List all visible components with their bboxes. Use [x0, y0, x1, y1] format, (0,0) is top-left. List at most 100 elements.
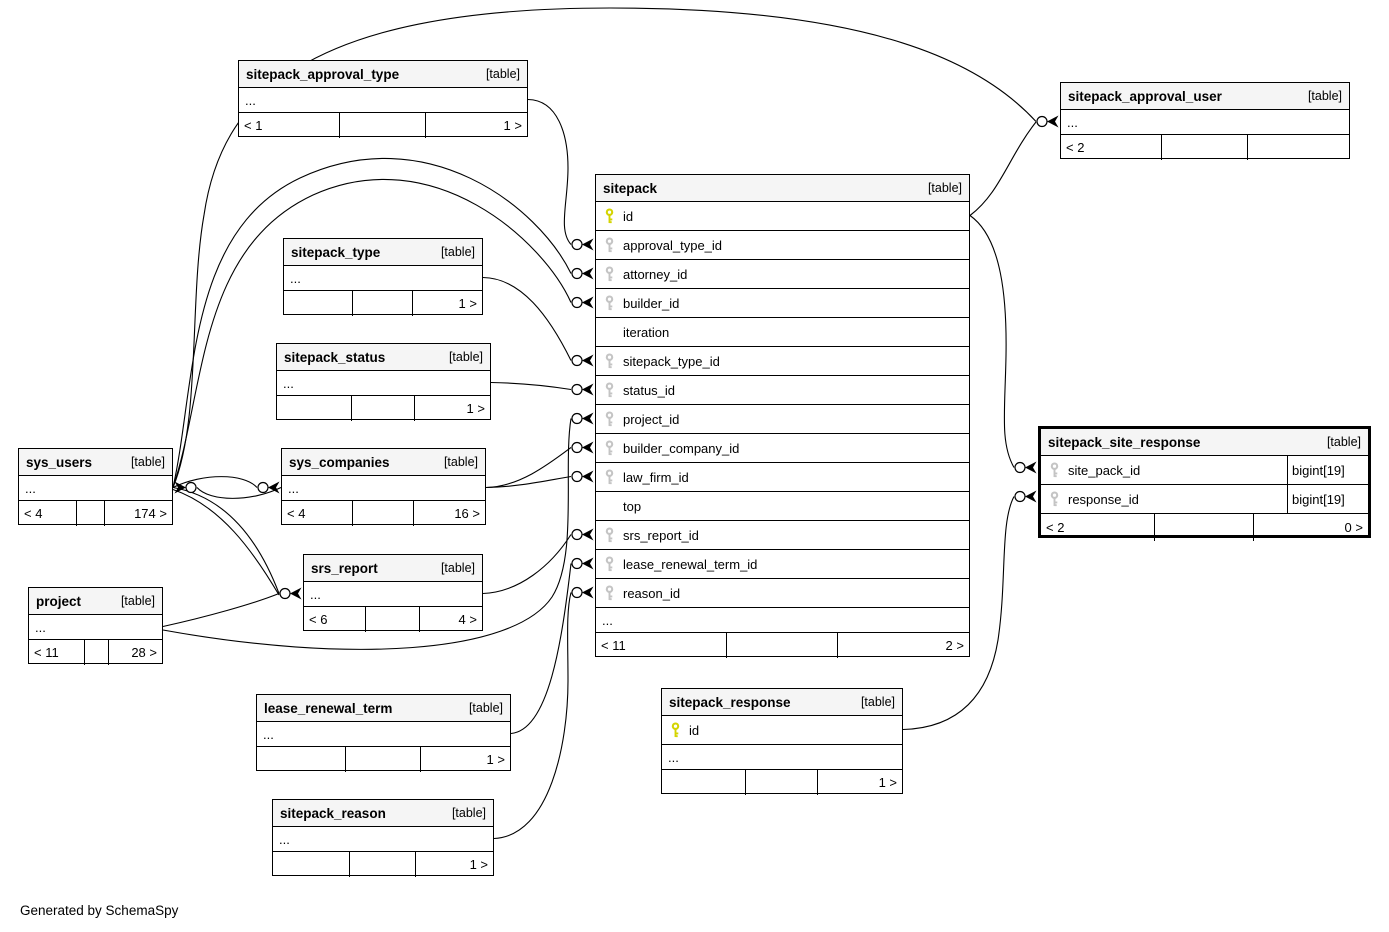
hidden-columns-row[interactable]: ...	[1061, 110, 1349, 135]
column-id[interactable]: id	[596, 202, 969, 231]
crowfoot-connector-icon	[571, 354, 594, 367]
table-header-project[interactable]: project[table]	[29, 588, 162, 615]
column-type: bigint[19]	[1287, 485, 1368, 513]
column-name: iteration	[623, 324, 670, 340]
table-header-sys_users[interactable]: sys_users[table]	[19, 449, 172, 476]
hidden-columns-row[interactable]: ...	[304, 582, 482, 607]
key-icon-slot	[596, 555, 623, 573]
column-builder_id[interactable]: builder_id	[596, 289, 969, 318]
column-name: srs_report_id	[623, 527, 699, 543]
hidden-columns-row[interactable]: ...	[282, 476, 485, 501]
hidden-columns-row[interactable]: ...	[284, 266, 482, 291]
key-icon-slot	[596, 265, 623, 283]
crowfoot-connector-icon	[1014, 461, 1037, 474]
hidden-columns-row[interactable]: ...	[19, 476, 172, 501]
table-tag: [table]	[860, 695, 895, 709]
crowfoot-connector-icon	[571, 470, 594, 483]
relationship-edge-sitepack_response.id-to-sitepack_site_response.response_id	[902, 496, 1015, 731]
footer-prev-count: < 6	[304, 607, 367, 632]
column-id[interactable]: id	[662, 716, 902, 745]
column-approval_type_id[interactable]: approval_type_id	[596, 231, 969, 260]
table-header-lease_renewal_term[interactable]: lease_renewal_term[table]	[257, 695, 510, 722]
relationship-edge-sys_companies-to-sys_users	[196, 487, 282, 499]
column-srs_report_id[interactable]: srs_report_id	[596, 521, 969, 550]
column-law_firm_id[interactable]: law_firm_id	[596, 463, 969, 492]
key-icon-slot	[1041, 490, 1068, 508]
column-name: sitepack_type_id	[623, 353, 720, 369]
footer-next-count: 16 >	[454, 506, 480, 521]
footer-next-count: 1 >	[503, 118, 522, 133]
table-tag: [table]	[485, 67, 520, 81]
key-icon-slot	[596, 439, 623, 457]
column-builder_company_id[interactable]: builder_company_id	[596, 434, 969, 463]
crowfoot-connector-icon	[571, 238, 594, 251]
hidden-columns-row[interactable]: ...	[662, 745, 902, 770]
column-top[interactable]: top	[596, 492, 969, 521]
crowfoot-connector-icon	[571, 267, 594, 280]
hidden-columns-row[interactable]: ...	[596, 608, 969, 633]
column-name: lease_renewal_term_id	[623, 556, 758, 572]
column-name: status_id	[623, 382, 676, 398]
foreign-key-icon	[605, 584, 614, 600]
footer-prev-count: < 2	[1041, 514, 1156, 541]
crowfoot-connector-icon	[571, 441, 594, 454]
footer-mid-cell	[350, 852, 416, 877]
hidden-columns-row[interactable]: ...	[273, 827, 493, 852]
relationship-edge-sitepack.id-to-sitepack_approval_user	[969, 121, 1037, 216]
hidden-columns-row[interactable]: ...	[277, 371, 490, 396]
footer-next-count: 4 >	[458, 612, 477, 627]
table-tag: [table]	[448, 350, 483, 364]
relationship-edge-lease_renewal_term-to-sitepack.lease_renewal_term_id	[510, 563, 572, 735]
hidden-columns-row[interactable]: ...	[239, 88, 527, 113]
column-reason_id[interactable]: reason_id	[596, 579, 969, 608]
hidden-columns-row[interactable]: ...	[257, 722, 510, 747]
table-header-srs_report[interactable]: srs_report[table]	[304, 555, 482, 582]
column-lease_renewal_term_id[interactable]: lease_renewal_term_id	[596, 550, 969, 579]
footer-next-count: 1 >	[486, 752, 505, 767]
footer-mid-cell	[1162, 135, 1249, 160]
key-icon-slot	[596, 352, 623, 370]
hidden-columns-row[interactable]: ...	[29, 615, 162, 640]
table-header-sitepack_type[interactable]: sitepack_type[table]	[284, 239, 482, 266]
table-header-sitepack_status[interactable]: sitepack_status[table]	[277, 344, 490, 371]
key-icon-slot	[596, 526, 623, 544]
table-header-sitepack_response[interactable]: sitepack_response[table]	[662, 689, 902, 716]
column-status_id[interactable]: status_id	[596, 376, 969, 405]
table-header-sitepack_site_response[interactable]: sitepack_site_response[table]	[1041, 429, 1368, 456]
crowfoot-connector-icon	[1036, 115, 1059, 128]
table-tag: [table]	[443, 455, 478, 469]
column-sitepack_type_id[interactable]: sitepack_type_id	[596, 347, 969, 376]
footer-mid-cell	[746, 770, 818, 795]
table-header-sitepack_approval_user[interactable]: sitepack_approval_user[table]	[1061, 83, 1349, 110]
table-tag: [table]	[440, 245, 475, 259]
footer-next-count: 28 >	[131, 645, 157, 660]
table-header-sitepack[interactable]: sitepack[table]	[596, 175, 969, 202]
column-name: site_pack_id	[1068, 462, 1141, 478]
table-header-sys_companies[interactable]: sys_companies[table]	[282, 449, 485, 476]
crowfoot-connector-icon	[571, 586, 594, 599]
column-iteration[interactable]: iteration	[596, 318, 969, 347]
relationship-edge-project-to-sitepack.project_id	[162, 418, 572, 650]
footer-next-count: 1 >	[466, 401, 485, 416]
column-project_id[interactable]: project_id	[596, 405, 969, 434]
foreign-key-icon	[605, 526, 614, 542]
foreign-key-icon	[605, 381, 614, 397]
footer-mid-cell	[353, 501, 414, 526]
key-icon-slot	[596, 584, 623, 602]
relationship-edge-sys_users-to-srs_report	[172, 488, 280, 596]
table-header-sitepack_approval_type[interactable]: sitepack_approval_type[table]	[239, 61, 527, 88]
foreign-key-icon	[605, 294, 614, 310]
table-header-sitepack_reason[interactable]: sitepack_reason[table]	[273, 800, 493, 827]
footer-prev-count	[273, 852, 350, 877]
crowfoot-connector-icon	[571, 296, 594, 309]
table-tag: [table]	[440, 561, 475, 575]
column-attorney_id[interactable]: attorney_id	[596, 260, 969, 289]
table-tag: [table]	[1307, 89, 1342, 103]
foreign-key-icon	[605, 236, 614, 252]
table-sitepack_site_response: sitepack_site_response[table]site_pack_i…	[1038, 426, 1371, 541]
